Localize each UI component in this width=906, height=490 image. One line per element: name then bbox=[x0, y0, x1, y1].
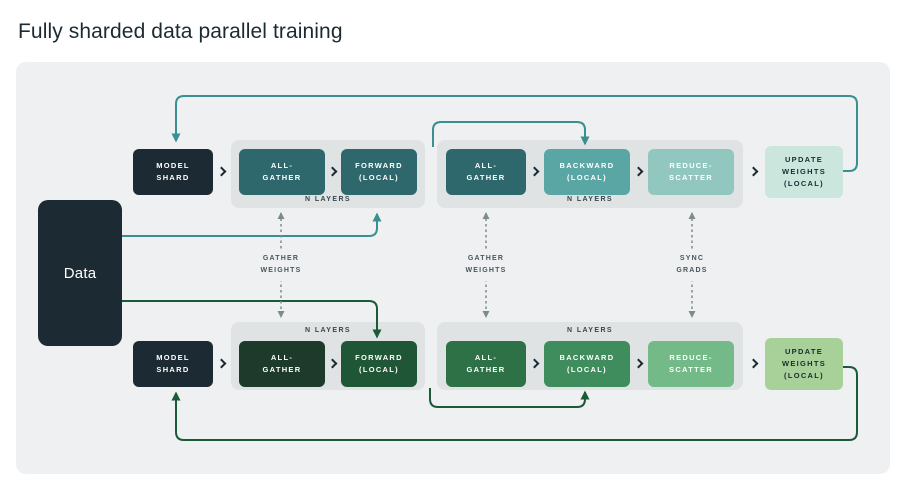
bottom-model-shard-box: MODEL SHARD bbox=[133, 341, 213, 387]
n-layers-label: N LAYERS bbox=[567, 327, 613, 334]
bottom-forward-box: FORWARD (LOCAL) bbox=[341, 341, 417, 387]
top-forward-box: FORWARD (LOCAL) bbox=[341, 149, 417, 195]
n-layers-label: N LAYERS bbox=[305, 327, 351, 334]
top-update-weights-box: UPDATE WEIGHTS (LOCAL) bbox=[765, 146, 843, 198]
sync-grads-label: SYNC GRADS bbox=[673, 249, 711, 281]
bottom-reduce-scatter-box: REDUCE- SCATTER bbox=[648, 341, 734, 387]
bottom-all-gather-2-box: ALL- GATHER bbox=[446, 341, 526, 387]
top-reduce-scatter-box: REDUCE- SCATTER bbox=[648, 149, 734, 195]
bottom-update-weights-box: UPDATE WEIGHTS (LOCAL) bbox=[765, 338, 843, 390]
n-layers-label: N LAYERS bbox=[567, 196, 613, 203]
n-layers-label: N LAYERS bbox=[305, 196, 351, 203]
bottom-backward-box: BACKWARD (LOCAL) bbox=[544, 341, 630, 387]
top-all-gather-1-box: ALL- GATHER bbox=[239, 149, 325, 195]
top-all-gather-2-box: ALL- GATHER bbox=[446, 149, 526, 195]
data-box: Data bbox=[38, 200, 122, 346]
top-backward-box: BACKWARD (LOCAL) bbox=[544, 149, 630, 195]
top-model-shard-box: MODEL SHARD bbox=[133, 149, 213, 195]
page-title: Fully sharded data parallel training bbox=[18, 20, 343, 43]
gather-weights-label-2: GATHER WEIGHTS bbox=[462, 249, 510, 281]
gather-weights-label-1: GATHER WEIGHTS bbox=[257, 249, 305, 281]
bottom-all-gather-1-box: ALL- GATHER bbox=[239, 341, 325, 387]
diagram-canvas bbox=[16, 62, 890, 474]
